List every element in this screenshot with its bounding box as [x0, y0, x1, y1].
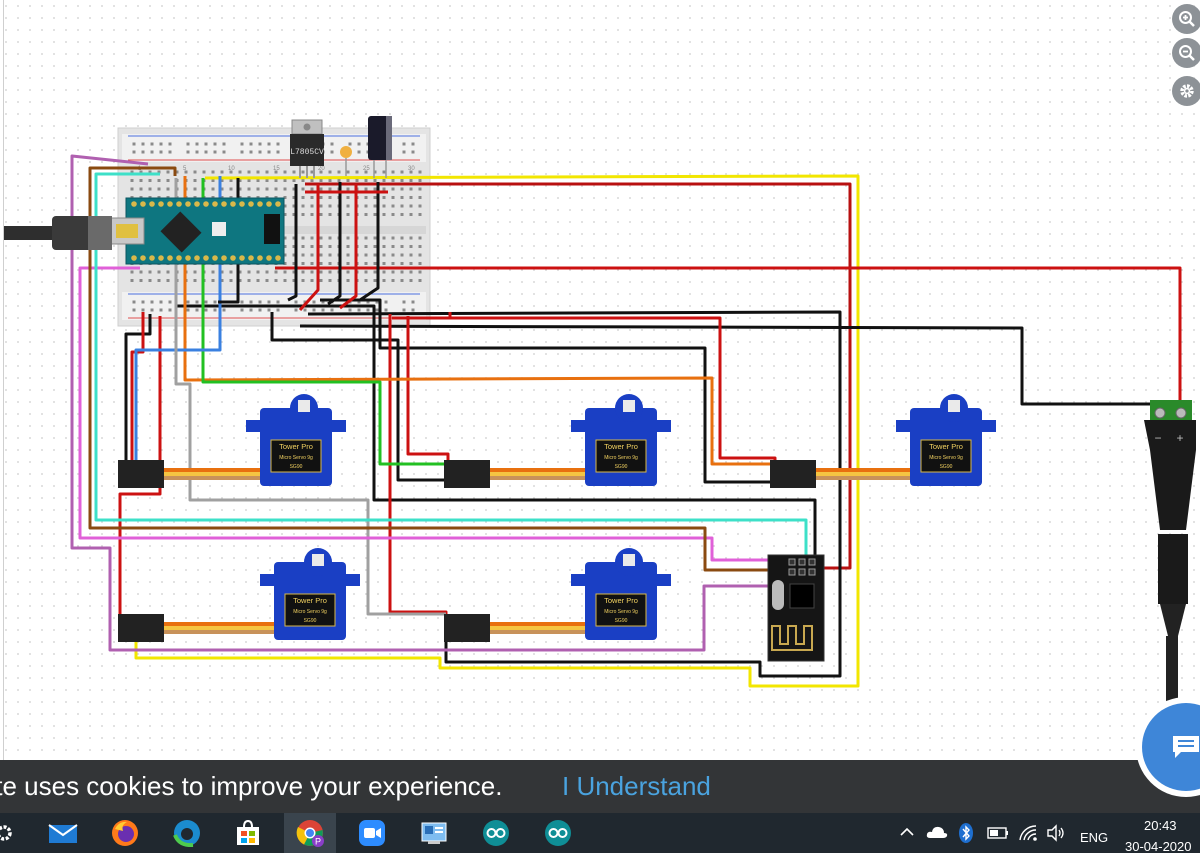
wire-yellow-main — [134, 174, 860, 688]
servo-model: Micro Servo 9g — [604, 609, 638, 615]
firefox-icon[interactable] — [99, 813, 151, 853]
arduino-icon[interactable] — [470, 813, 522, 853]
zoom-out-button[interactable] — [1172, 38, 1200, 68]
wire-brown — [88, 166, 790, 572]
battery-icon[interactable] — [987, 827, 1009, 842]
servo-part: SG90 — [940, 464, 953, 470]
wire-teal — [94, 172, 808, 572]
onedrive-icon[interactable] — [926, 825, 948, 842]
wire-black-reg2 — [327, 182, 342, 306]
servo-model: Micro Servo 9g — [604, 455, 638, 461]
chrome-icon[interactable]: P — [284, 813, 336, 853]
ceramic-capacitor[interactable] — [340, 146, 352, 176]
wire-black-reg1 — [287, 184, 298, 302]
clock-time[interactable]: 20:43 — [1144, 818, 1177, 833]
wire-orange — [183, 176, 772, 466]
regulator-label: L7805CV — [290, 148, 324, 157]
zoom-in-button[interactable] — [1172, 4, 1200, 34]
svg-text:P: P — [315, 837, 321, 847]
cookie-banner: osite uses cookies to improve your exper… — [0, 760, 1200, 813]
wire-red-reg2 — [339, 184, 358, 310]
volume-icon[interactable] — [1046, 824, 1066, 845]
zoom-out-icon — [1179, 45, 1195, 61]
electrolytic-capacitor[interactable] — [368, 116, 392, 178]
breadboard-number: 25 — [363, 166, 370, 172]
servo-brand: Tower Pro — [604, 596, 638, 605]
servo-model: Micro Servo 9g — [929, 455, 963, 461]
breadboard-number: 5 — [183, 166, 187, 172]
nrf24-module[interactable] — [767, 554, 825, 662]
wire-black-gnd-jack — [299, 324, 1160, 410]
clock-date[interactable]: 30-04-2020 — [1125, 839, 1192, 854]
servo-part: SG90 — [615, 464, 628, 470]
wire-black-4 — [176, 304, 817, 572]
arduino-icon-2[interactable] — [532, 813, 584, 853]
servo-brand: Tower Pro — [604, 442, 638, 451]
usb-cable[interactable] — [4, 216, 112, 250]
arduino-nano[interactable] — [109, 197, 285, 265]
language-indicator[interactable]: ENG — [1080, 830, 1109, 845]
wire-red-servo4 — [118, 316, 162, 616]
settings-app-icon[interactable] — [0, 813, 30, 853]
wire-black-3 — [124, 314, 152, 470]
wire-gray — [174, 178, 446, 616]
bluetooth-icon[interactable] — [958, 822, 974, 847]
wire-red-reg1 — [298, 184, 320, 312]
settings-button[interactable] — [1172, 76, 1200, 106]
breadboard-number: 10 — [228, 166, 235, 172]
wire-red-top — [305, 182, 852, 570]
voltage-regulator[interactable]: L7805CV — [290, 119, 324, 178]
zoom-in-icon — [1179, 11, 1195, 27]
jack-minus-label: − — [1154, 431, 1161, 445]
store-icon[interactable] — [222, 813, 274, 853]
zoom-app-icon[interactable] — [346, 813, 398, 853]
chat-button[interactable] — [1142, 703, 1200, 791]
canvas-border — [3, 0, 4, 760]
servo-model: Micro Servo 9g — [293, 609, 327, 615]
servo-part: SG90 — [615, 618, 628, 624]
wire-red-servo3 — [392, 316, 777, 464]
breadboard-number: 15 — [273, 166, 280, 172]
gear-icon — [1180, 84, 1194, 98]
cookie-accept-link[interactable]: I Understand — [562, 771, 711, 801]
mail-app-icon[interactable] — [37, 813, 89, 853]
wire-black-1 — [307, 310, 842, 678]
jack-plus-label: + — [1176, 431, 1183, 445]
wire-green — [201, 178, 448, 466]
nano-pins — [131, 201, 281, 261]
servo-model: Micro Servo 9g — [279, 455, 313, 461]
cookie-message: osite uses cookies to improve your exper… — [0, 771, 503, 801]
windows-taskbar: P ENG 20:43 30-04-2020 — [0, 813, 1200, 854]
breadboard-number: 20 — [318, 166, 325, 172]
edge-icon[interactable] — [161, 813, 213, 853]
breadboard-number: 30 — [408, 166, 415, 172]
servo-part: SG90 — [290, 464, 303, 470]
wire-red-vcc — [275, 266, 1182, 410]
chat-icon — [1173, 736, 1199, 758]
control-panel-icon[interactable] — [408, 813, 460, 853]
wifi-icon[interactable] — [1018, 824, 1038, 845]
servo-part: SG90 — [304, 618, 317, 624]
wire-black-reg3 — [359, 182, 380, 302]
servo-brand: Tower Pro — [279, 442, 313, 451]
servo-brand: Tower Pro — [929, 442, 963, 451]
chevron-up-icon[interactable] — [898, 823, 916, 844]
wire-red-servo2 — [406, 316, 450, 464]
servo-brand: Tower Pro — [293, 596, 327, 605]
